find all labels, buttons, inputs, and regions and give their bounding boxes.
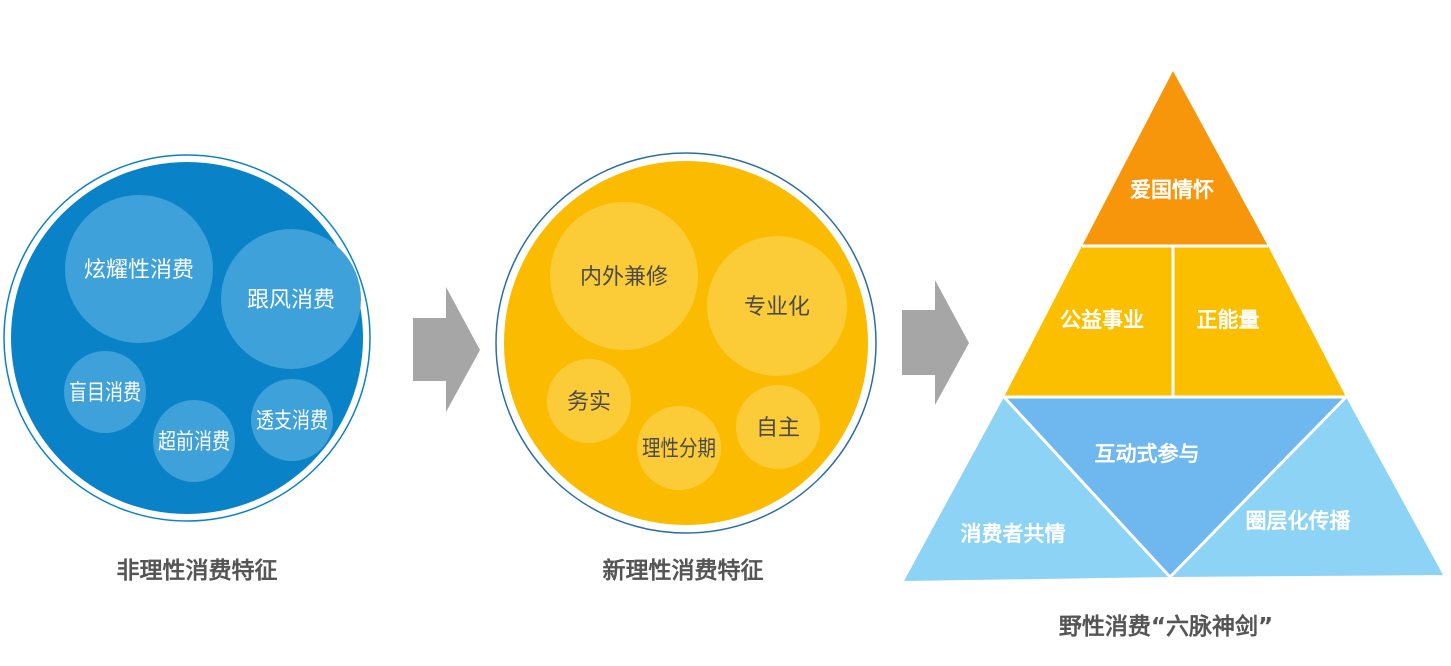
bubble-inner-outer-label: 内外兼修 — [580, 265, 668, 290]
pyramid-top — [1082, 71, 1268, 246]
bubble-overdraft — [251, 379, 333, 461]
bubble-pragmatic — [547, 359, 631, 443]
bubble-inner-outer — [550, 202, 698, 350]
bubble-showoff — [65, 195, 213, 343]
bubble-installment — [637, 406, 721, 490]
irrational-group: 炫耀性消费 跟风消费 盲目消费 超前消费 透支消费 非理性消费特征 — [3, 154, 371, 584]
bubble-professional-label: 专业化 — [744, 295, 810, 320]
bubble-showoff-label: 炫耀性消费 — [84, 258, 194, 283]
bubble-blind-label: 盲目消费 — [69, 381, 141, 406]
new-rational-outer-ring — [495, 152, 877, 534]
wild-caption: 野性消费“六脉神剑” — [1059, 613, 1273, 640]
bubble-autonomy-label: 自主 — [756, 416, 800, 441]
bubble-advance — [153, 400, 235, 482]
irrational-caption: 非理性消费特征 — [117, 558, 278, 584]
pyramid-middle-right-label: 正能量 — [1197, 308, 1260, 332]
pyramid-bottom-left-label: 消费者共情 — [961, 522, 1066, 546]
pyramid-middle-right — [1173, 246, 1346, 397]
bubble-pragmatic-label: 务实 — [567, 390, 611, 415]
pyramid-top-label: 爱国情怀 — [1130, 178, 1214, 202]
bubble-installment-label: 理性分期 — [642, 437, 716, 462]
wild-pyramid: 爱国情怀 公益事业 正能量 互动式参与 消费者共情 圈层化传播 野性消费“六脉神… — [904, 71, 1443, 640]
pyramid-middle-left — [1004, 246, 1173, 397]
arrow-right-icon — [413, 287, 480, 412]
arrow-right-icon — [902, 280, 969, 405]
bubble-advance-label: 超前消费 — [158, 430, 230, 455]
new-rational-caption: 新理性消费特征 — [603, 557, 764, 584]
pyramid-bottom-right — [1170, 397, 1443, 577]
bubble-overdraft-label: 透支消费 — [256, 409, 328, 434]
pyramid-center — [1004, 397, 1346, 577]
pyramid-bottom-right-label: 圈层化传播 — [1246, 509, 1352, 533]
pyramid-middle-left-label: 公益事业 — [1060, 308, 1144, 332]
bubble-professional — [707, 236, 847, 376]
new-rational-group: 内外兼修 专业化 务实 理性分期 自主 新理性消费特征 — [495, 152, 877, 584]
bubble-follow — [221, 229, 361, 369]
pyramid-center-label: 互动式参与 — [1095, 442, 1200, 466]
bubble-follow-label: 跟风消费 — [247, 288, 335, 313]
bubble-autonomy — [736, 385, 820, 469]
irrational-outer-ring — [3, 154, 371, 522]
pyramid-bottom-left — [904, 397, 1170, 581]
bubble-blind — [64, 351, 146, 433]
